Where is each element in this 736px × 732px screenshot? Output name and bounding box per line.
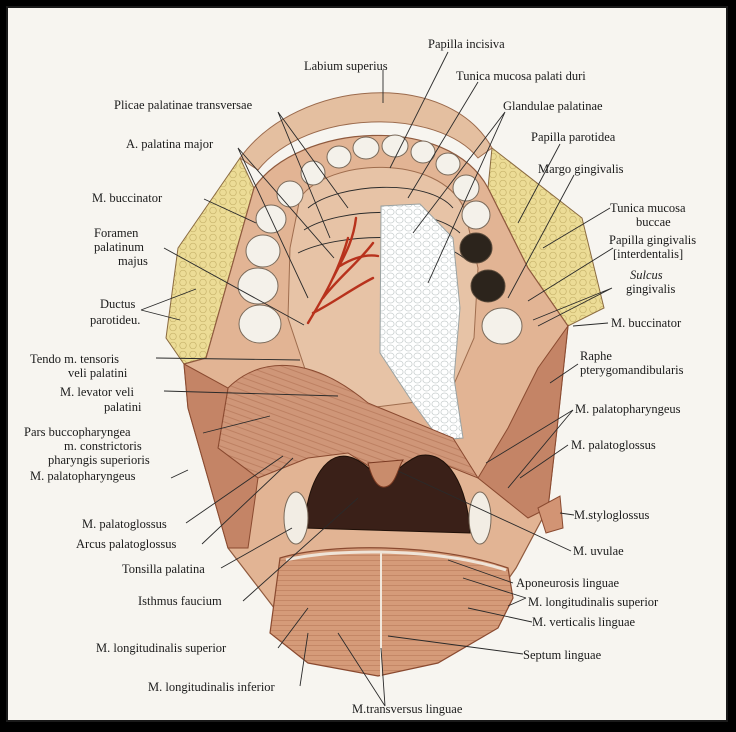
label-tendo-1: Tendo m. tensoris [30, 352, 119, 366]
right-alveoli [459, 232, 506, 303]
label-styloglossus: M.styloglossus [574, 508, 650, 522]
label-raphe-1: Raphe [580, 349, 612, 363]
uvula-shape [367, 459, 404, 488]
left-tonsil [283, 491, 309, 545]
label-foramen-1: Foramen [94, 226, 139, 240]
label-septum-linguae: Septum linguae [523, 648, 602, 662]
leader-lines [140, 51, 614, 707]
label-tunica-mucosa-buccae-2: buccae [636, 215, 671, 229]
label-tendo-2: veli palatini [68, 366, 128, 380]
anatomy-drawing [165, 92, 605, 677]
label-uvulae: M. uvulae [573, 544, 624, 558]
label-palatoglossus-right: M. palatoglossus [571, 438, 656, 452]
figure-frame: Papilla incisiva Labium superius Tunica … [6, 6, 728, 722]
label-glandulae-palatinae: Glandulae palatinae [503, 99, 603, 113]
label-pars-1: Pars buccopharyngea [24, 425, 131, 439]
label-palatoglossus-left: M. palatoglossus [82, 517, 167, 531]
left-pharyngeal-muscle [183, 363, 259, 549]
label-tonsilla-palatina: Tonsilla palatina [122, 562, 205, 576]
tongue [269, 547, 514, 677]
label-papilla-gingivalis-1: Papilla gingivalis [609, 233, 696, 247]
label-labium-superius: Labium superius [304, 59, 388, 73]
label-sulcus-1: Sulcus [630, 268, 663, 282]
label-papilla-incisiva: Papilla incisiva [428, 37, 505, 51]
labium-superius-shape [239, 92, 493, 171]
label-foramen-3: majus [118, 254, 148, 268]
label-a-palatina-major: A. palatina major [126, 137, 214, 151]
tongue-surface [285, 550, 507, 572]
label-tunica-mucosa-buccae-1: Tunica mucosa [610, 201, 686, 215]
label-pars-2: m. constrictoris [64, 439, 142, 453]
label-verticalis-linguae: M. verticalis linguae [532, 615, 636, 629]
label-raphe-2: pterygomandibularis [580, 363, 684, 377]
label-m-buccinator-left: M. buccinator [92, 191, 163, 205]
label-levator-1: M. levator veli [60, 385, 134, 399]
glandulae-palatinae-shape [379, 203, 464, 441]
label-arcus-palatoglossus: Arcus palatoglossus [76, 537, 176, 551]
label-ductus-1: Ductus [100, 297, 136, 311]
label-tunica-mucosa-palati-duri: Tunica mucosa palati duri [456, 69, 586, 83]
label-margo-gingivalis: Margo gingivalis [538, 162, 624, 176]
labels: Papilla incisiva Labium superius Tunica … [24, 37, 696, 716]
label-sulcus-2: gingivalis [626, 282, 675, 296]
label-ductus-2: parotideu. [90, 313, 140, 327]
label-foramen-2: palatinum [94, 240, 144, 254]
label-levator-2: palatini [104, 400, 142, 414]
label-papilla-gingivalis-2: [interdentalis] [613, 247, 683, 261]
anatomy-illustration: Papilla incisiva Labium superius Tunica … [24, 37, 696, 716]
label-pars-3: pharyngis superioris [48, 453, 150, 467]
label-papilla-parotidea: Papilla parotidea [531, 130, 616, 144]
styloglossus-shape [537, 495, 564, 534]
label-isthmus-faucium: Isthmus faucium [138, 594, 222, 608]
right-tonsil [468, 491, 492, 545]
label-long-superior-right: M. longitudinalis superior [528, 595, 659, 609]
right-pharyngeal-muscle [477, 324, 569, 519]
label-m-buccinator-right: M. buccinator [611, 316, 682, 330]
label-palatopharyngeus-right: M. palatopharyngeus [575, 402, 681, 416]
label-long-superior-left: M. longitudinalis superior [96, 641, 227, 655]
label-palatopharyngeus-left: M. palatopharyngeus [30, 469, 136, 483]
label-long-inferior: M. longitudinalis inferior [148, 680, 276, 694]
a-palatina-major-shape [306, 216, 380, 325]
soft-palate-muscle [217, 365, 480, 480]
label-aponeurosis-linguae: Aponeurosis linguae [516, 576, 620, 590]
label-plicae-palatinae-transversae: Plicae palatinae transversae [114, 98, 253, 112]
label-transversus-linguae: M.transversus linguae [352, 702, 463, 716]
